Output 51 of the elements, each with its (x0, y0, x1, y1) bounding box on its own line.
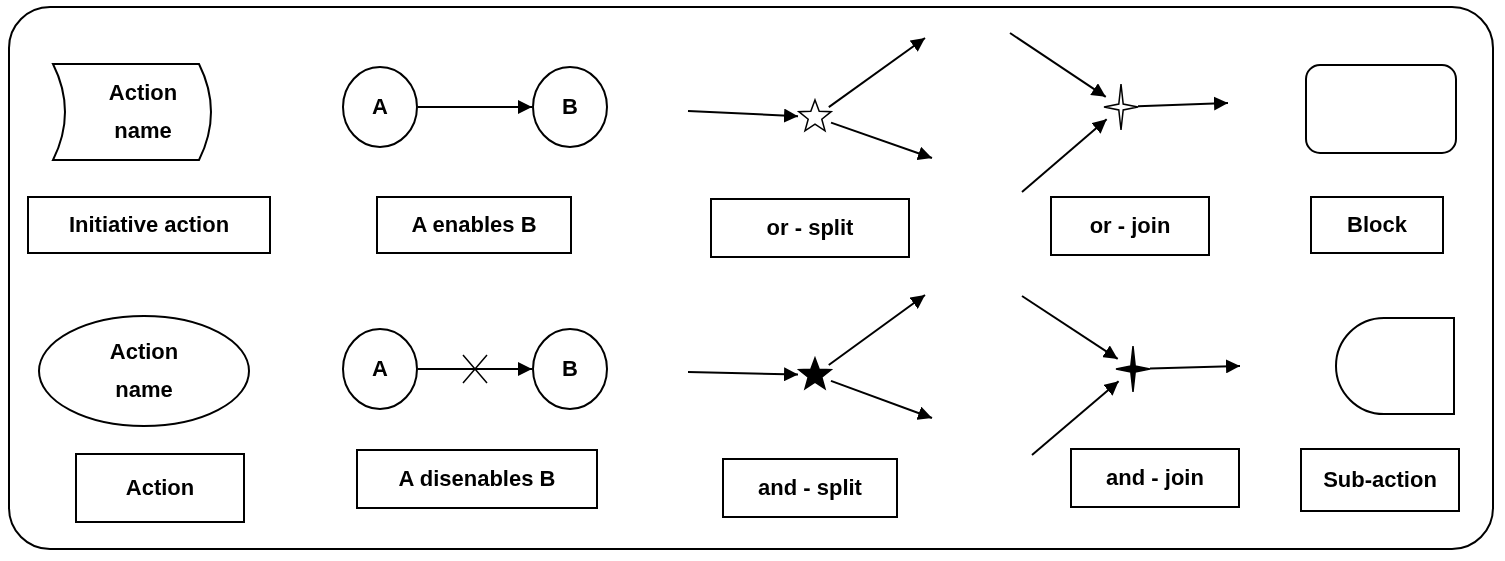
arrow (1137, 96, 1229, 111)
node-label: A disenables B (397, 464, 557, 493)
node-label: or - split (765, 213, 855, 242)
label-box (1050, 196, 1210, 256)
label-box (1070, 448, 1240, 508)
node-label: and - split (757, 473, 863, 502)
node-label: or - join (1088, 211, 1172, 240)
label-box (710, 198, 910, 258)
arrow (687, 367, 799, 382)
node-label: Initiative action (67, 210, 231, 239)
label-box (356, 449, 598, 509)
arrow (827, 294, 926, 366)
label-box (75, 453, 245, 523)
node-label: Action name (108, 337, 180, 404)
label-box (376, 196, 572, 254)
label-box (27, 196, 271, 254)
arrow (1021, 295, 1119, 360)
node-label: Action (124, 473, 196, 502)
four-point-star-icon (1104, 84, 1138, 130)
sub-action-shape (1335, 317, 1455, 415)
label-box (1300, 448, 1460, 512)
node-label: and - join (1105, 463, 1205, 492)
arrow (827, 37, 926, 109)
four-point-star-icon (1116, 346, 1150, 392)
circle-node (342, 328, 418, 410)
arrow (1149, 359, 1241, 374)
circle-node (342, 66, 418, 148)
rounded-rect-shape (1305, 64, 1457, 154)
circle-node (532, 328, 608, 410)
node-label: A enables B (410, 210, 538, 239)
ellipse-shape (38, 315, 250, 427)
label-box (722, 458, 898, 518)
node-label: B (561, 92, 579, 121)
node-label: A (371, 354, 389, 383)
star-icon (798, 358, 832, 392)
arrow (1021, 118, 1108, 193)
arrow (829, 379, 933, 420)
arrow (830, 121, 933, 160)
arrow (1009, 32, 1107, 98)
circle-node (532, 66, 608, 148)
label-box (1310, 196, 1444, 254)
node-label: Block (1346, 210, 1408, 239)
arrow (1031, 380, 1120, 456)
node-label: B (561, 354, 579, 383)
node-label: Action name (107, 78, 179, 145)
arrow (687, 108, 799, 123)
node-label: Sub-action (1322, 465, 1438, 494)
node-label: A (371, 92, 389, 121)
arrow (417, 362, 533, 376)
arrow (417, 100, 533, 114)
star-icon (798, 100, 832, 134)
